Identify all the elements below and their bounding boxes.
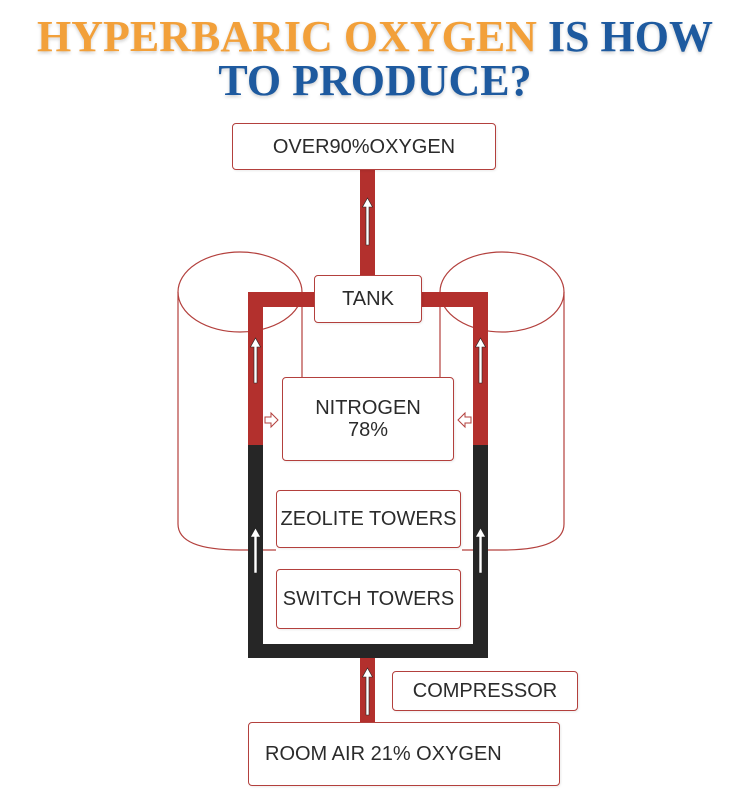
output-oxygen-box: OVER90%OXYGEN bbox=[232, 123, 496, 170]
room-air-label: ROOM AIR 21% OXYGEN bbox=[265, 743, 502, 765]
switch-towers-box: SWITCH TOWERS bbox=[276, 569, 461, 629]
nitrogen-box: NITROGEN 78% bbox=[282, 377, 454, 461]
switch-towers-label: SWITCH TOWERS bbox=[282, 588, 455, 610]
title-question-start: IS HOW bbox=[547, 12, 713, 61]
title-line-2: TO PRODUCE? bbox=[218, 56, 532, 105]
up-arrow-icon bbox=[361, 197, 374, 246]
up-arrow-icon bbox=[249, 337, 262, 384]
left-arrow-icon bbox=[457, 411, 472, 429]
right-arrow-icon bbox=[264, 411, 279, 429]
up-arrow-icon bbox=[361, 667, 374, 716]
up-arrow-icon bbox=[474, 527, 487, 574]
compressor-label: COMPRESSOR bbox=[412, 680, 558, 702]
compressor-box: COMPRESSOR bbox=[392, 671, 578, 711]
up-arrow-icon bbox=[249, 527, 262, 574]
tank-box: TANK bbox=[314, 275, 422, 323]
title-line-1: HYPERBARIC OXYGEN IS HOW bbox=[0, 14, 750, 60]
tank-label: TANK bbox=[342, 288, 394, 310]
zeolite-towers-box: ZEOLITE TOWERS bbox=[276, 490, 461, 548]
output-oxygen-label: OVER90%OXYGEN bbox=[272, 135, 456, 158]
title-highlight: HYPERBARIC OXYGEN bbox=[37, 12, 537, 61]
nitrogen-label: NITROGEN bbox=[315, 397, 421, 419]
zeolite-towers-label: ZEOLITE TOWERS bbox=[280, 508, 457, 530]
up-arrow-icon bbox=[474, 337, 487, 384]
room-air-box: ROOM AIR 21% OXYGEN bbox=[248, 722, 560, 786]
nitrogen-percent: 78% bbox=[347, 419, 389, 441]
